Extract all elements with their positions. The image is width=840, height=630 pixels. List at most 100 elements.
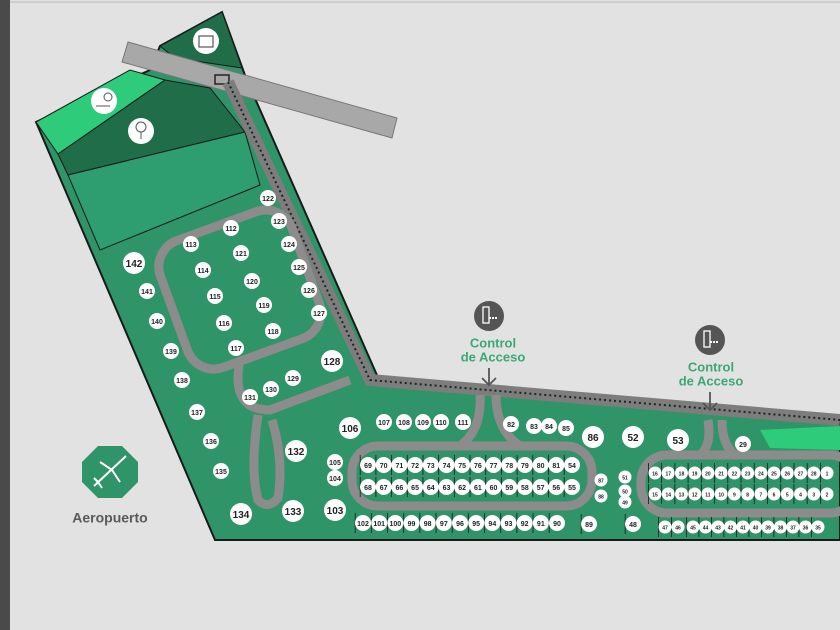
lot-77[interactable]: 77 <box>490 463 498 470</box>
lot-73[interactable]: 73 <box>427 463 435 470</box>
lot-121[interactable]: 121 <box>235 251 247 258</box>
lot-116[interactable]: 116 <box>218 321 229 328</box>
lot-43[interactable]: 43 <box>715 525 721 531</box>
lot-56[interactable]: 56 <box>552 485 560 492</box>
lot-6[interactable]: 6 <box>773 492 776 498</box>
lot-140[interactable]: 140 <box>151 319 163 326</box>
lot-8[interactable]: 8 <box>746 492 749 498</box>
lot-110[interactable]: 110 <box>435 420 446 427</box>
lot-114[interactable]: 114 <box>197 268 208 275</box>
lot-71[interactable]: 71 <box>395 463 403 470</box>
lot-91[interactable]: 91 <box>537 521 545 528</box>
lot-25[interactable]: 25 <box>771 471 777 477</box>
lot-79[interactable]: 79 <box>521 463 529 470</box>
lot-17[interactable]: 17 <box>665 471 671 477</box>
lot-76[interactable]: 76 <box>474 463 482 470</box>
lot-107[interactable]: 107 <box>378 420 390 427</box>
lot-99[interactable]: 99 <box>408 521 416 528</box>
lot-105[interactable]: 105 <box>329 460 341 467</box>
lot-2[interactable]: 2 <box>826 492 829 498</box>
lot-57[interactable]: 57 <box>537 485 545 492</box>
lot-138[interactable]: 138 <box>176 378 188 385</box>
lot-134[interactable]: 134 <box>233 510 250 521</box>
lot-117[interactable]: 117 <box>230 346 241 353</box>
lot-82[interactable]: 82 <box>507 422 515 429</box>
lot-47[interactable]: 47 <box>662 525 668 531</box>
lot-11[interactable]: 11 <box>705 492 711 498</box>
lot-45[interactable]: 45 <box>690 525 696 531</box>
lot-108[interactable]: 108 <box>398 420 410 427</box>
lot-68[interactable]: 68 <box>364 485 372 492</box>
lot-64[interactable]: 64 <box>427 485 435 492</box>
lot-127[interactable]: 127 <box>313 311 325 318</box>
lot-39[interactable]: 39 <box>765 525 771 531</box>
lot-102[interactable]: 102 <box>357 521 369 528</box>
lot-58[interactable]: 58 <box>521 485 529 492</box>
lot-29[interactable]: 29 <box>739 442 747 449</box>
lot-41[interactable]: 41 <box>740 525 746 531</box>
lot-123[interactable]: 123 <box>273 219 285 226</box>
lot-87[interactable]: 87 <box>598 478 604 484</box>
lot-93[interactable]: 93 <box>505 521 513 528</box>
lot-53[interactable]: 53 <box>672 436 684 447</box>
lot-104[interactable]: 104 <box>329 476 341 483</box>
lot-44[interactable]: 44 <box>703 525 709 531</box>
lot-65[interactable]: 65 <box>411 485 419 492</box>
lot-36[interactable]: 36 <box>803 525 809 531</box>
lot-63[interactable]: 63 <box>443 485 451 492</box>
lot-131[interactable]: 131 <box>244 395 256 402</box>
lot-137[interactable]: 137 <box>191 410 203 417</box>
lot-128[interactable]: 128 <box>324 357 341 368</box>
lot-115[interactable]: 115 <box>209 294 220 301</box>
lot-3[interactable]: 3 <box>812 492 815 498</box>
lot-37[interactable]: 37 <box>790 525 796 531</box>
lot-10[interactable]: 10 <box>718 492 724 498</box>
lot-55[interactable]: 55 <box>568 485 576 492</box>
lot-141[interactable]: 141 <box>141 289 153 296</box>
lot-49[interactable]: 49 <box>622 500 628 506</box>
lot-75[interactable]: 75 <box>458 463 466 470</box>
lot-21[interactable]: 21 <box>718 471 724 477</box>
lot-70[interactable]: 70 <box>380 463 388 470</box>
lot-129[interactable]: 129 <box>287 376 299 383</box>
lot-13[interactable]: 13 <box>679 492 685 498</box>
lot-139[interactable]: 139 <box>165 349 177 356</box>
lot-142[interactable]: 142 <box>126 259 143 270</box>
lot-5[interactable]: 5 <box>786 492 789 498</box>
lot-59[interactable]: 59 <box>505 485 513 492</box>
lot-96[interactable]: 96 <box>456 521 464 528</box>
lot-54[interactable]: 54 <box>568 463 576 470</box>
lot-130[interactable]: 130 <box>265 387 277 394</box>
lot-38[interactable]: 38 <box>778 525 784 531</box>
lot-125[interactable]: 125 <box>293 265 305 272</box>
lot-40[interactable]: 40 <box>753 525 759 531</box>
lot-46[interactable]: 46 <box>675 525 681 531</box>
lot-60[interactable]: 60 <box>490 485 498 492</box>
lot-120[interactable]: 120 <box>246 279 258 286</box>
lot-9[interactable]: 9 <box>733 492 736 498</box>
lot-14[interactable]: 14 <box>665 492 671 498</box>
lot-23[interactable]: 23 <box>745 471 751 477</box>
lot-94[interactable]: 94 <box>488 521 496 528</box>
lot-97[interactable]: 97 <box>440 521 448 528</box>
lot-67[interactable]: 67 <box>380 485 388 492</box>
lot-22[interactable]: 22 <box>732 471 738 477</box>
lot-111[interactable]: 111 <box>458 420 469 427</box>
lot-48[interactable]: 48 <box>629 522 637 529</box>
lot-112[interactable]: 112 <box>225 226 236 233</box>
lot-35[interactable]: 35 <box>815 525 821 531</box>
lot-7[interactable]: 7 <box>759 492 762 498</box>
lot-119[interactable]: 119 <box>258 303 269 310</box>
lot-132[interactable]: 132 <box>288 447 305 458</box>
lot-106[interactable]: 106 <box>342 424 359 435</box>
lot-16[interactable]: 16 <box>652 471 658 477</box>
lot-133[interactable]: 133 <box>285 507 302 518</box>
lot-113[interactable]: 113 <box>185 242 196 249</box>
lot-89[interactable]: 89 <box>585 522 593 529</box>
lot-84[interactable]: 84 <box>545 424 553 431</box>
lot-66[interactable]: 66 <box>395 485 403 492</box>
lot-109[interactable]: 109 <box>417 420 429 427</box>
lot-136[interactable]: 136 <box>205 439 217 446</box>
lot-19[interactable]: 19 <box>692 471 698 477</box>
lot-51[interactable]: 51 <box>622 475 628 481</box>
